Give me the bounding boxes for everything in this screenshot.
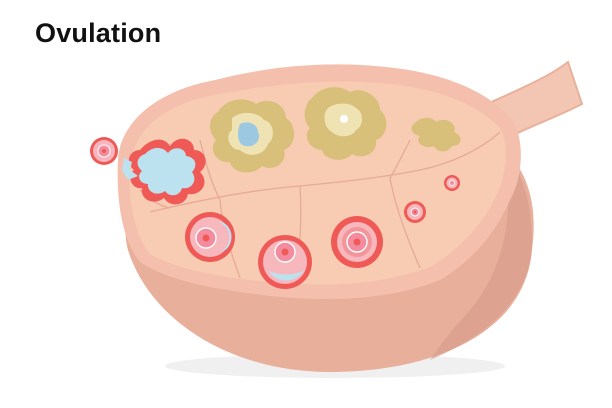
secondary-follicle-3 [331, 216, 383, 268]
released-fluid [122, 158, 138, 180]
page-title: Ovulation [35, 18, 162, 48]
secondary-follicle-2 [258, 235, 312, 289]
released-oocyte [90, 137, 118, 165]
primary-follicle [404, 201, 426, 223]
corpus-luteum-hemorrhagicum [210, 99, 295, 173]
primordial-follicle [444, 175, 460, 191]
corpus-albicans [411, 117, 461, 152]
secondary-follicle-1 [185, 212, 235, 262]
ovary-body-shade [430, 145, 532, 360]
corpus-luteum [304, 87, 387, 160]
ruptured-follicle [122, 138, 206, 205]
ruptured-follicle-antrum [137, 147, 196, 196]
